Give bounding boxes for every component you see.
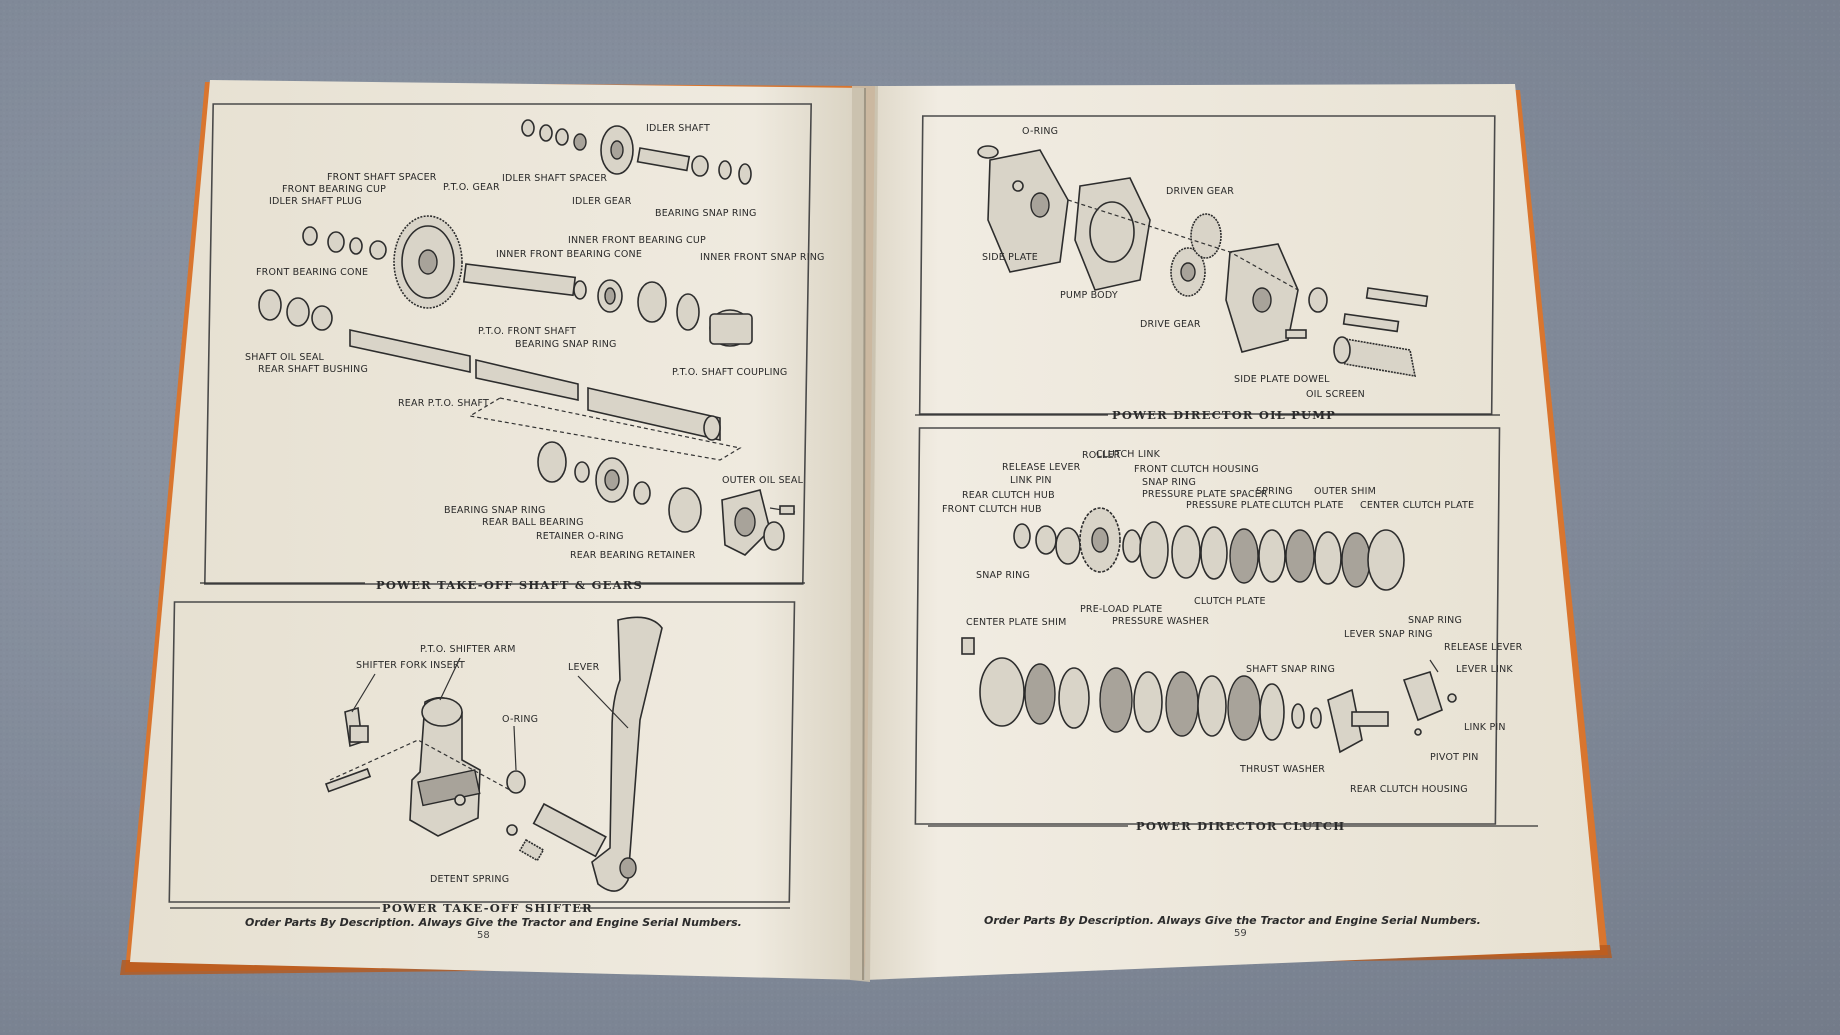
label-front-bearing-cup: FRONT BEARING CUP [282, 184, 386, 195]
label-retainer-o-ring: RETAINER O-RING [536, 531, 624, 542]
label-idler-gear: IDLER GEAR [572, 196, 632, 207]
label-shaft-oil-seal: SHAFT OIL SEAL [245, 352, 325, 363]
label-clutch-link: CLUTCH LINK [1096, 449, 1161, 460]
label-pre-load-plate: PRE-LOAD PLATE [1080, 604, 1162, 615]
pto-shaft-gears-diagram: IDLER SHAFT IDLER SHAFT SPACER IDLER GEA… [200, 103, 825, 592]
label-driven-gear: DRIVEN GEAR [1166, 186, 1234, 197]
label-pto-shaft-coupling: P.T.O. SHAFT COUPLING [672, 367, 787, 378]
label-snap-ring-top: SNAP RING [1142, 477, 1196, 488]
label-front-clutch-hub: FRONT CLUTCH HUB [942, 504, 1042, 515]
label-idler-shaft-plug: IDLER SHAFT PLUG [269, 196, 362, 207]
label-clutch-plate-top: CLUTCH PLATE [1272, 500, 1344, 511]
label-center-plate-shim: CENTER PLATE SHIM [966, 617, 1067, 628]
left-page-number: 58 [477, 930, 490, 941]
power-director-clutch-diagram: ROLLER CLUTCH LINK RELEASE LEVER FRONT C… [914, 427, 1538, 833]
right-page-number: 59 [1234, 928, 1247, 939]
label-bearing-snap-ring-low: BEARING SNAP RING [444, 505, 546, 516]
left-footer: Order Parts By Description. Always Give … [245, 916, 742, 929]
label-side-plate-dowel: SIDE PLATE DOWEL [1234, 374, 1330, 385]
label-roller: ROLLER [1082, 450, 1121, 461]
label-shaft-snap-ring: SHAFT SNAP RING [1246, 664, 1335, 675]
label-link-pin-top: LINK PIN [1010, 475, 1052, 486]
label-thrust-washer: THRUST WASHER [1239, 764, 1325, 775]
label-pressure-washer: PRESSURE WASHER [1112, 616, 1209, 627]
label-rear-clutch-hub: REAR CLUTCH HUB [962, 490, 1055, 501]
label-snap-ring-left: SNAP RING [976, 570, 1030, 581]
label-lever-snap-ring: LEVER SNAP RING [1344, 629, 1433, 640]
label-pressure-plate-spacer: PRESSURE PLATE SPACER [1142, 489, 1268, 500]
label-detent-spring: DETENT SPRING [430, 874, 509, 885]
label-lever: LEVER [568, 662, 600, 673]
label-o-ring-pump: O-RING [1022, 126, 1058, 137]
label-rear-shaft-bushing: REAR SHAFT BUSHING [258, 364, 368, 375]
caption-clutch: POWER DIRECTOR CLUTCH [1136, 819, 1345, 833]
label-front-bearing-cone: FRONT BEARING CONE [256, 267, 368, 278]
label-rear-ball-bearing: REAR BALL BEARING [482, 517, 584, 528]
power-director-oil-pump-diagram: O-RING DRIVEN GEAR SIDE PLATE PUMP BODY … [915, 115, 1500, 422]
label-release-lever-top: RELEASE LEVER [1002, 462, 1081, 473]
label-pump-body: PUMP BODY [1060, 290, 1118, 301]
label-inner-front-bearing-cup: INNER FRONT BEARING CUP [568, 235, 706, 246]
label-pressure-plate: PRESSURE PLATE [1186, 500, 1271, 511]
label-o-ring: O-RING [502, 714, 538, 725]
label-rear-clutch-housing: REAR CLUTCH HOUSING [1350, 784, 1468, 795]
label-idler-shaft: IDLER SHAFT [646, 123, 710, 134]
caption-pto-shaft-gears: POWER TAKE-OFF SHAFT & GEARS [376, 578, 643, 592]
label-outer-shim: OUTER SHIM [1314, 486, 1376, 497]
label-spring: SPRING [1256, 486, 1293, 497]
label-pivot-pin: PIVOT PIN [1430, 752, 1479, 763]
label-pto-gear: P.T.O. GEAR [443, 182, 500, 193]
label-side-plate: SIDE PLATE [982, 252, 1038, 263]
pto-shifter-diagram: P.T.O. SHIFTER ARM SHIFTER FORK INSERT L… [168, 601, 796, 915]
label-rear-bearing-retainer: REAR BEARING RETAINER [570, 550, 696, 561]
label-lever-link: LEVER LINK [1456, 664, 1513, 675]
label-clutch-plate-low: CLUTCH PLATE [1194, 596, 1266, 607]
label-outer-oil-seal: OUTER OIL SEAL [722, 475, 804, 486]
caption-oil-pump: POWER DIRECTOR OIL PUMP [1112, 408, 1336, 422]
label-shifter-fork-insert: SHIFTER FORK INSERT [356, 660, 465, 671]
label-oil-screen: OIL SCREEN [1306, 389, 1365, 400]
right-footer: Order Parts By Description. Always Give … [984, 914, 1481, 927]
label-drive-gear: DRIVE GEAR [1140, 319, 1201, 330]
label-bearing-snap-ring-mid: BEARING SNAP RING [515, 339, 617, 350]
label-link-pin-right: LINK PIN [1464, 722, 1506, 733]
label-inner-front-snap-ring: INNER FRONT SNAP RING [700, 252, 825, 263]
label-inner-front-bearing-cone: INNER FRONT BEARING CONE [496, 249, 642, 260]
label-rear-pto-shaft: REAR P.T.O. SHAFT [398, 398, 489, 409]
label-pto-front-shaft: P.T.O. FRONT SHAFT [478, 326, 576, 337]
label-front-shaft-spacer: FRONT SHAFT SPACER [327, 172, 437, 183]
right-page [865, 84, 1600, 980]
label-front-clutch-housing: FRONT CLUTCH HOUSING [1134, 464, 1259, 475]
caption-pto-shifter: POWER TAKE-OFF SHIFTER [382, 901, 593, 915]
label-release-lever-right: RELEASE LEVER [1444, 642, 1523, 653]
label-bearing-snap-ring-top: BEARING SNAP RING [655, 208, 757, 219]
label-center-clutch-plate: CENTER CLUTCH PLATE [1360, 500, 1474, 511]
label-pto-shifter-arm: P.T.O. SHIFTER ARM [420, 644, 516, 655]
label-snap-ring-right: SNAP RING [1408, 615, 1462, 626]
label-idler-shaft-spacer: IDLER SHAFT SPACER [502, 173, 607, 184]
